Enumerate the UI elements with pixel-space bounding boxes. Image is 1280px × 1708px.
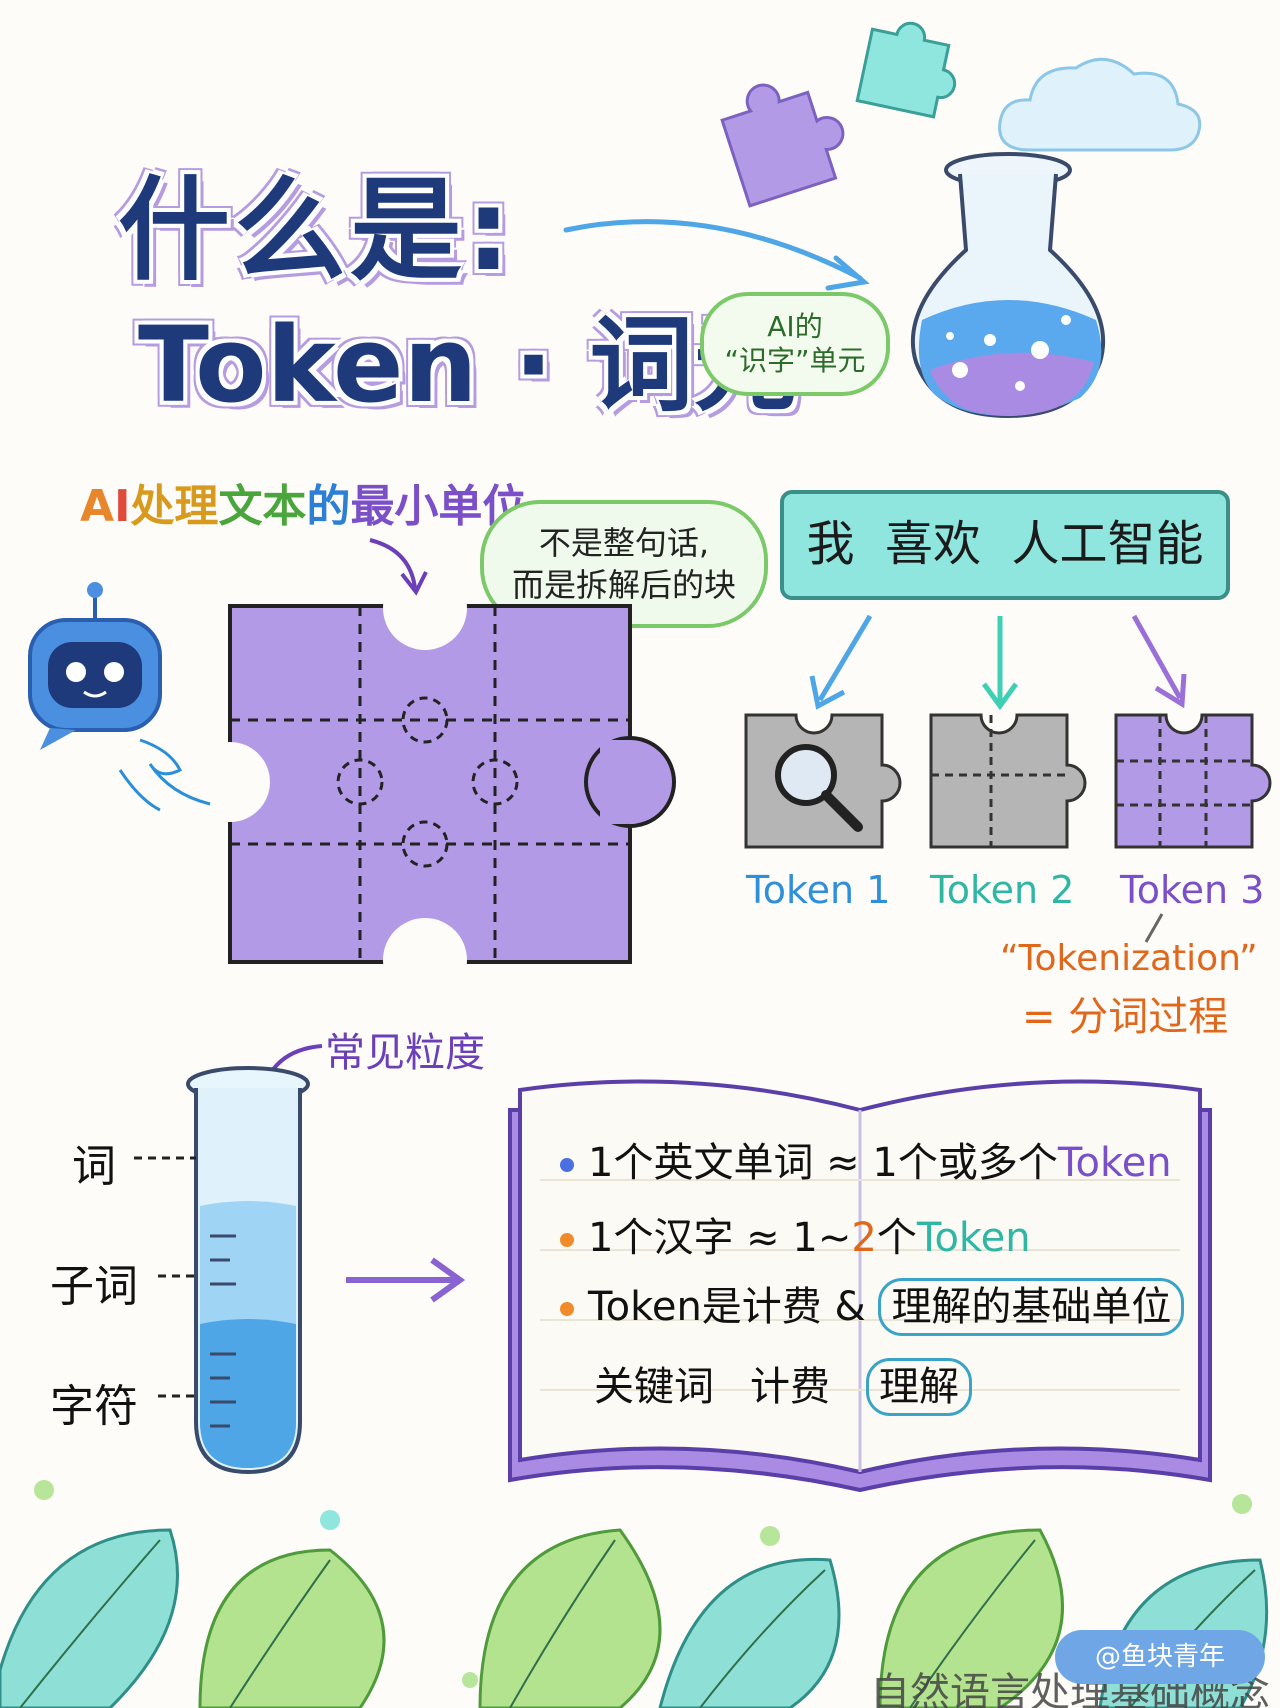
puzzle-piece-icon	[855, 21, 957, 119]
min-unit-part: 的	[306, 481, 351, 532]
book-line-3: Token是计费 & 理解的基础单位	[560, 1274, 1185, 1336]
search-icon	[790, 770, 791, 771]
book-line-3-pill: 理解的基础单位	[878, 1278, 1185, 1336]
token-label-1: Token 1	[746, 868, 891, 912]
keyword-billing: 计费	[750, 1364, 830, 1410]
big-puzzle-icon	[220, 600, 676, 970]
granularity-dashes	[134, 1156, 196, 1398]
split-arrows	[809, 614, 1187, 711]
min-unit-part: 处理	[130, 481, 219, 532]
example-sentence-box: 我 喜欢 人工智能	[780, 490, 1230, 600]
bullet-dot	[560, 1302, 574, 1316]
book-line-2-token: Token	[916, 1215, 1031, 1261]
bullet-dot	[560, 1233, 574, 1247]
bullet-dot	[560, 1158, 574, 1172]
ai-unit-badge-line1: AI的	[767, 310, 823, 343]
tokenization-meaning: = 分词过程	[1022, 994, 1229, 1040]
pointer-arrow	[369, 538, 428, 596]
title-arrow	[563, 219, 870, 291]
book-line-2-text: 1个汉字 ≈ 1~	[588, 1215, 852, 1261]
test-tube-icon	[186, 1066, 310, 1475]
token-1-piece	[744, 713, 902, 849]
cloud-icon	[998, 57, 1202, 152]
book-line-3-text: Token是计费 &	[588, 1284, 879, 1330]
token-label-3: Token 3	[1120, 868, 1265, 912]
page-title-line2: Token · 词元	[138, 304, 798, 426]
book-line-2-num: 2	[851, 1215, 877, 1261]
token-label-2: Token 2	[930, 868, 1075, 912]
min-unit-part: A	[80, 481, 115, 532]
min-unit-part: I	[114, 481, 131, 532]
book-line-4: 关键词计费理解	[594, 1354, 972, 1416]
not-sentence-line1: 不是整句话,	[538, 524, 710, 562]
book-line-1-text: 1个英文单词 ≈ 1个或多个	[588, 1140, 1058, 1186]
book-line-2: 1个汉字 ≈ 1~2个Token	[560, 1205, 1031, 1263]
book-arrow	[346, 1257, 466, 1303]
granularity-char: 字符	[50, 1381, 138, 1432]
ai-unit-badge-line2: “识字”单元	[724, 344, 866, 377]
granularity-word: 词	[72, 1141, 116, 1192]
watermark-tag[interactable]: @鱼块青年	[1055, 1630, 1265, 1684]
flask-icon	[910, 152, 1106, 419]
puzzle-piece-icon	[720, 83, 845, 208]
keyword-understand-pill: 理解	[866, 1358, 972, 1416]
tokenization-pointer	[1144, 913, 1164, 943]
granularity-subword: 子词	[50, 1261, 138, 1312]
page-title-line1: 什么是:	[118, 166, 515, 296]
not-sentence-line2: 而是拆解后的块	[511, 566, 736, 604]
book-line-1-token: Token	[1057, 1140, 1172, 1186]
book-line-2-unit: 个	[876, 1215, 917, 1261]
open-book-icon	[508, 1079, 1212, 1493]
min-unit-part: 文本	[218, 481, 307, 532]
min-unit-heading: AI处理文本的最小单位	[80, 470, 526, 534]
keyword-label: 关键词	[594, 1364, 714, 1410]
leaves-decoration	[0, 1480, 1269, 1708]
token-3-piece	[1114, 713, 1272, 849]
granularity-title: 常见粒度	[325, 1030, 485, 1076]
tokenization-term: “Tokenization”	[1000, 938, 1258, 979]
book-line-1: 1个英文单词 ≈ 1个或多个Token	[560, 1130, 1172, 1188]
ai-unit-badge: AI的 “识字”单元	[700, 292, 890, 396]
robot-icon	[28, 582, 211, 812]
token-2-piece	[929, 713, 1087, 849]
